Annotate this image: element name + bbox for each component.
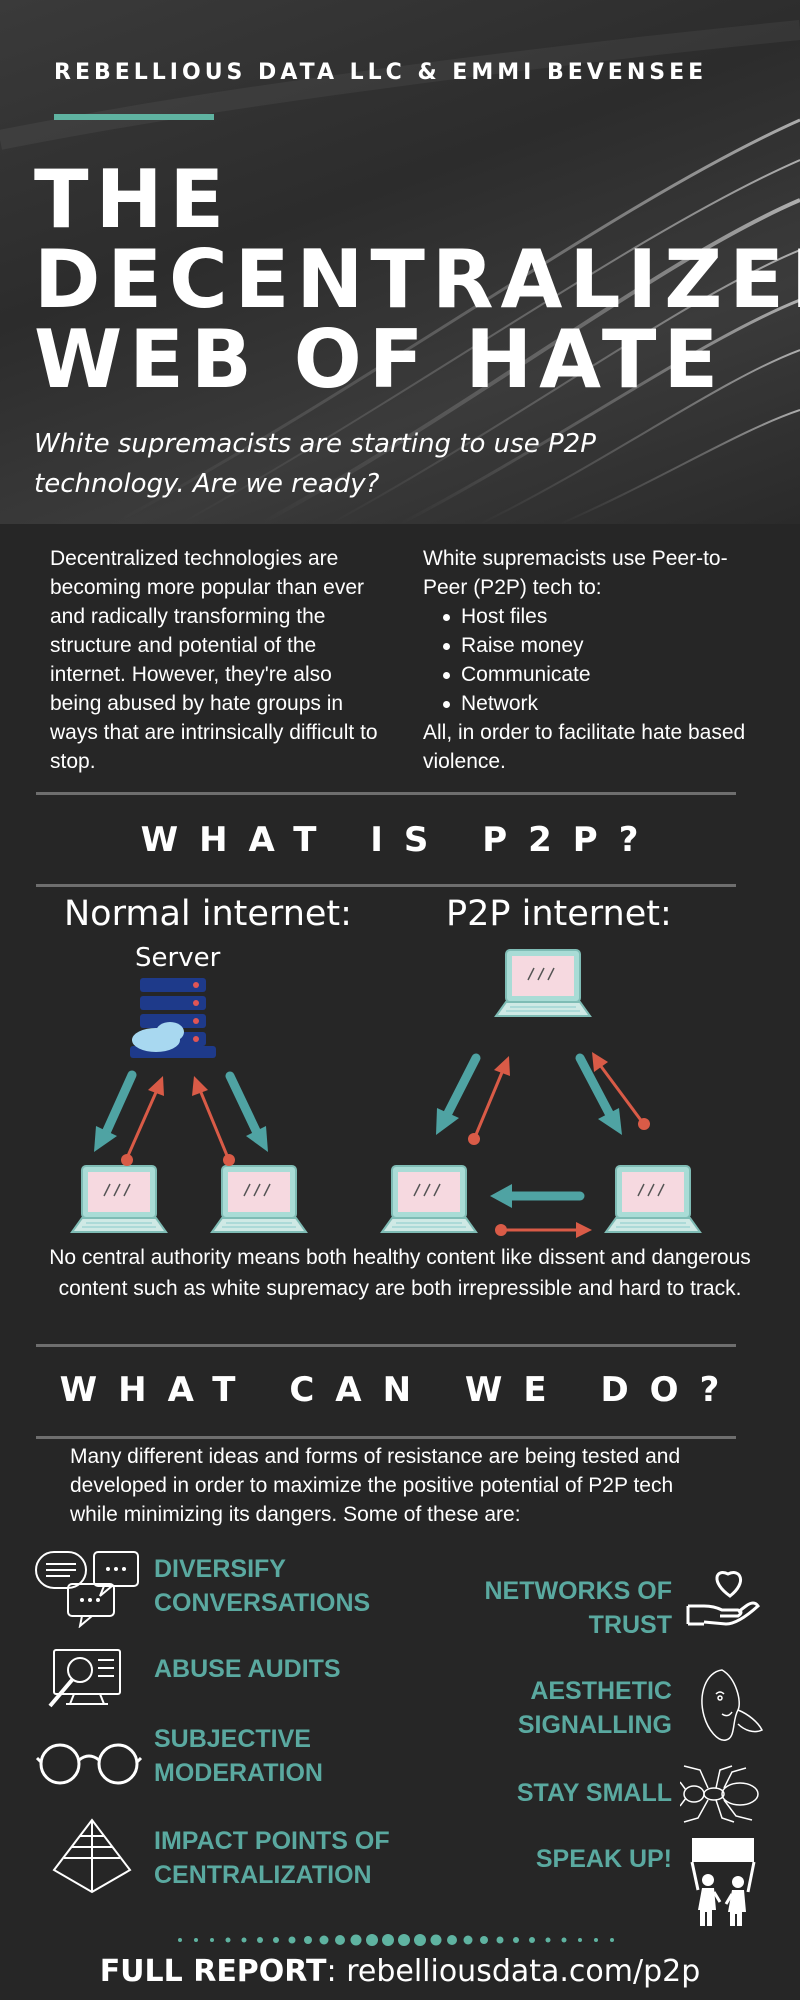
title-line: THE [34,153,232,246]
title-line: WEB OF HATE [34,313,726,406]
server-label: Server [135,943,221,973]
hero-banner: REBELLIOUS DATA LLC & EMMI BEVENSEE THE … [0,0,800,524]
full-report-footer: FULL REPORT: rebelliousdata.com/p2p [0,1954,800,1989]
footer-label: FULL REPORT [99,1954,327,1989]
arrow-icon [592,1052,650,1130]
divider [36,1436,736,1439]
action-impact-points: IMPACT POINTS OF CENTRALIZATION [154,1827,390,1889]
normal-internet-title: Normal internet: [64,894,352,934]
intro-usage-list: White supremacists use Peer-to-Peer (P2P… [423,544,763,776]
network-diagram [71,949,701,1238]
section-heading-p2p: WHAT IS P2P? [140,820,660,860]
arrow-icon [225,1071,268,1152]
action-abuse-audits: ABUSE AUDITS [154,1655,341,1683]
protesters-banner-icon [690,1838,756,1926]
arrow-icon [468,1056,510,1145]
arrow-icon [495,1222,592,1238]
list-item: Raise money [443,631,763,660]
action-speak-up: SPEAK UP! [535,1845,672,1873]
section-heading-actions: WHAT CAN WE DO? [59,1370,741,1410]
footer-separator: : [326,1954,347,1989]
divider [36,792,736,795]
arrow-icon [192,1076,235,1166]
heart-hand-icon [686,1571,760,1626]
laptop-icon [381,1165,477,1233]
divider [36,884,736,887]
actions-intro: Many different ideas and forms of resist… [70,1445,681,1526]
decorative-dots [178,1934,614,1946]
usage-lead: White supremacists use Peer-to-Peer (P2P… [423,547,728,599]
p2p-caption: No central authority means both healthy … [49,1246,751,1300]
list-item: Network [443,689,763,718]
ant-icon [680,1765,759,1823]
face-sketch-icon [701,1669,764,1741]
highway-light-streaks-image [0,20,800,524]
laptop-icon [71,1165,167,1233]
arrow-icon [121,1076,164,1166]
pyramid-icon [52,1818,132,1894]
action-stay-small: STAY SMALL [516,1779,672,1807]
divider [36,1344,736,1347]
usage-list: Host files Raise money Communicate Netwo… [423,602,763,718]
server-icon [130,978,216,1058]
p2p-internet-title: P2P internet: [446,894,672,934]
list-item: Communicate [443,660,763,689]
arrow-icon [575,1053,622,1135]
list-item: Host files [443,602,763,631]
magnifier-screen-icon [48,1649,121,1708]
glasses-icon [36,1743,142,1785]
laptop-icon [495,949,591,1017]
usage-tail: All, in order to facilitate hate based v… [423,721,746,773]
laptop-icon [211,1165,307,1233]
action-diversify-conversations: DIVERSIFY CONVERSATIONS [154,1555,371,1617]
laptop-icon [605,1165,701,1233]
arrow-icon [490,1184,585,1208]
title-line: DECENTRALIZED [34,233,800,326]
page-title: THE DECENTRALIZED WEB OF HATE [34,160,800,400]
organization-credit: REBELLIOUS DATA LLC & EMMI BEVENSEE [54,60,708,85]
action-subjective-moderation: SUBJECTIVE MODERATION [154,1725,323,1787]
accent-underline [54,114,214,120]
report-link[interactable]: rebelliousdata.com/p2p [346,1954,701,1989]
arrow-icon [94,1070,137,1152]
chat-bubbles-icon [35,1551,139,1628]
page-subtitle: White supremacists are starting to use P… [34,429,596,499]
arrow-icon [436,1053,481,1135]
action-networks-of-trust: NETWORKS OF TRUST [484,1577,673,1639]
intro-paragraph: Decentralized technologies are becoming … [50,547,378,773]
action-aesthetic-signalling: AESTHETIC SIGNALLING [517,1677,672,1739]
